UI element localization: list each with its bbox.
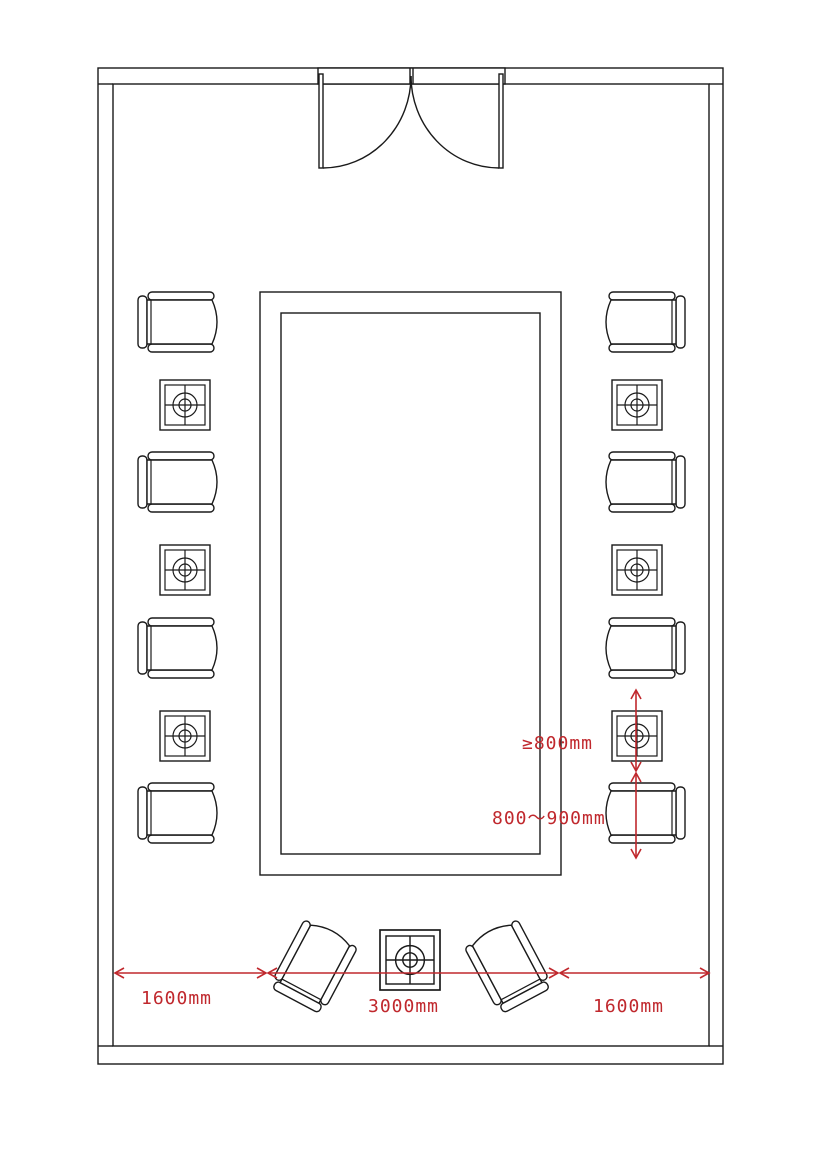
side-table-right-1 (611, 379, 663, 431)
side-table-right-3 (611, 710, 663, 762)
left-side-tables (159, 379, 211, 762)
dimension-lines (113, 688, 711, 979)
side-table-left-2 (159, 544, 211, 596)
side-table-left-1 (159, 379, 211, 431)
dim-label-right-clearance: 1600mm (593, 996, 665, 1017)
armchair-right-2 (606, 452, 685, 512)
armchair-right-1 (606, 292, 685, 352)
double-door (317, 67, 506, 169)
armchair-left-4 (137, 782, 218, 844)
armchair-bottom-left (268, 916, 360, 1016)
dim-label-left-clearance: 1600mm (141, 988, 213, 1009)
armchair-right-3 (606, 618, 685, 678)
dim-label-table-width: 3000mm (368, 996, 440, 1017)
armchair-bottom-right (463, 917, 553, 1015)
dim-label-aisle: ≥800mm (522, 733, 594, 754)
armchair-left-2 (137, 451, 218, 513)
conference-table (259, 291, 562, 876)
armchair-left-1 (137, 291, 218, 353)
side-table-right-2 (611, 544, 663, 596)
right-side-tables (611, 379, 663, 762)
armchair-right-4 (606, 783, 685, 843)
dim-label-chair-spacing: 800～900mm (492, 808, 606, 829)
side-table-bottom (379, 929, 441, 991)
armchair-left-3 (137, 617, 218, 679)
side-table-left-3 (159, 710, 211, 762)
